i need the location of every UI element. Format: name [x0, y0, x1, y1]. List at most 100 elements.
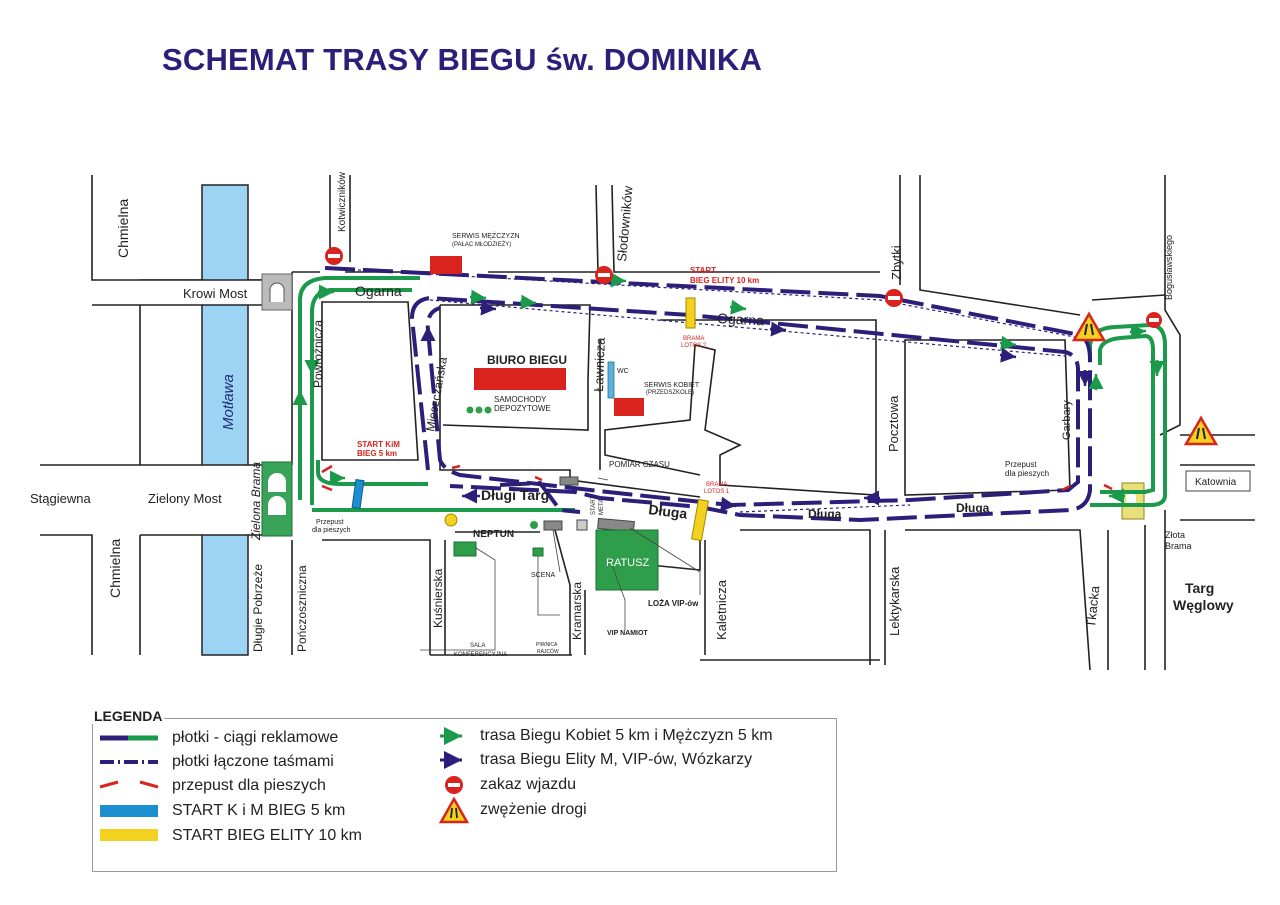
- street-chmielna-bottom: Chmielna: [107, 539, 123, 598]
- street-chmielna-top: Chmielna: [115, 199, 131, 258]
- street-ponczoszniczna: Pończoszniczna: [295, 565, 309, 652]
- street-ogarna-mid: Ogarna: [717, 310, 765, 328]
- street-lawnicza: Ławnicza: [591, 337, 608, 392]
- legend-start-elite-symbol: [100, 829, 158, 841]
- legend-item: płotki łączone taśmami: [172, 753, 334, 770]
- street-dluga-3: Długa: [956, 501, 990, 515]
- leader-lines: [420, 477, 701, 651]
- brama-lotos2-label-2: LOTOS 2: [681, 343, 707, 349]
- block-outline: [292, 175, 432, 273]
- neptun-label: NEPTUN: [473, 529, 514, 540]
- street-zbytki: Zbytki: [889, 245, 904, 280]
- street-kramarska: Kramarska: [570, 582, 584, 640]
- biuro-biegu-label: BIURO BIEGU: [487, 353, 567, 367]
- street-tkacka: Tkacka: [1083, 584, 1102, 628]
- legend-box: [92, 718, 837, 872]
- block-outline: [430, 654, 880, 661]
- zlota-brama-label-1: Złota: [1165, 530, 1185, 540]
- katownia-box: [1185, 470, 1251, 492]
- street-targ-weglowy-2: Węglowy: [1173, 597, 1234, 613]
- start-elite-marker: [685, 297, 696, 329]
- street-stagiewna: Stągiewna: [30, 491, 91, 506]
- legend-item: zwężenie drogi: [480, 801, 587, 818]
- przepust-left-label-2: dla pieszych: [312, 527, 351, 534]
- street-zielony-most: Zielony Most: [148, 491, 222, 506]
- legend-item: płotki - ciągi reklamowe: [172, 729, 339, 746]
- piwnica-label-2: RAJCÓW: [537, 648, 559, 655]
- yellow-point: [444, 513, 458, 527]
- legend-item: zakaz wjazdu: [480, 776, 577, 793]
- road-narrowing-icon: [1071, 311, 1107, 342]
- street-krowi-most: Krowi Most: [183, 286, 248, 301]
- sala-label-2: KONFERENCYJNA: [454, 652, 507, 658]
- brama-lotos1-label-2: LOTOS 1: [704, 489, 730, 495]
- block-outline: [1107, 175, 1255, 670]
- start-kim-label-2: BIEG 5 km: [357, 449, 397, 458]
- block-outline: [1091, 294, 1166, 301]
- wc-label: WC: [617, 368, 629, 375]
- przepust-right-label-1: Przepust: [1005, 460, 1037, 469]
- street-targ-weglowy-1: Targ: [1185, 580, 1214, 596]
- road-narrowing-icon: [1183, 415, 1219, 446]
- legend-symbols: [99, 727, 470, 841]
- legend-przepust-symbol: [99, 780, 159, 789]
- street-zielona-brama: Zielona Brama: [249, 462, 263, 541]
- sala-label-1: SALA: [470, 643, 485, 649]
- street-boguslawskiego: Bogusławskiego: [1164, 235, 1174, 300]
- serwis-mezczyzn-sub: (PAŁAC MŁODZIEŻY): [452, 241, 511, 248]
- navy-arrows: [420, 300, 1093, 512]
- vip-namiot-label: VIP NAMIOT: [607, 630, 648, 637]
- legend-title: LEGENDA: [92, 708, 165, 724]
- serwis-mezczyzn-box: [430, 256, 462, 274]
- street-kotwicznikow: Kotwiczników: [337, 171, 348, 232]
- street-kusnierska: Kuśnierska: [431, 568, 445, 628]
- loza-vip-label: LOŻA VIP-ów: [648, 599, 699, 608]
- piwnica-label-1: PIWNICA: [536, 642, 558, 648]
- zielona-brama-gate: [261, 461, 293, 537]
- no-entry-icon: [325, 247, 343, 265]
- start-kim-label-1: START KiM: [357, 440, 400, 449]
- river-label: Motława: [220, 374, 237, 430]
- start-kim-marker: [351, 479, 365, 509]
- pomiar-czasu-box: [559, 476, 579, 486]
- biuro-biegu-box: [474, 368, 566, 390]
- street-mieszczanska: Mieszczańska: [423, 356, 450, 433]
- street-dluga-2: Długa: [808, 507, 842, 521]
- przepust-left-label-1: Przepust: [316, 519, 344, 526]
- zlota-brama-label-2: Brama: [1165, 541, 1192, 551]
- meta-label: META: [599, 499, 605, 515]
- motlawa-river: [201, 184, 249, 656]
- pedestrian-crossings: [321, 464, 1113, 492]
- legend-item: trasa Biegu Kobiet 5 km i Mężczyzn 5 km: [480, 727, 773, 744]
- street-lektykarska: Lektykarska: [887, 566, 902, 636]
- ratusz-label: RATUSZ: [606, 557, 649, 569]
- street-dlugi-targ: Długi Targ: [481, 487, 549, 503]
- street-kaletnicza: Kaletnicza: [714, 579, 729, 640]
- street-slodownikow: Słodowników: [614, 185, 636, 263]
- serwis-mezczyzn-label: SERWIS MĘŻCZYZN: [452, 231, 520, 240]
- samochody-label-2: DEPOZYTOWE: [494, 404, 551, 413]
- legend-item: przepust dla pieszych: [172, 777, 326, 794]
- meta-box: [576, 519, 588, 531]
- serwis-kobiet-box: [614, 398, 644, 416]
- serwis-kobiet-sub: (PRZEDSZKOLE): [646, 390, 694, 396]
- street-pocztowa: Pocztowa: [886, 395, 901, 452]
- zlota-brama-gate: [1121, 482, 1145, 520]
- samochody-label-1: SAMOCHODY: [494, 395, 547, 404]
- start-elite-label-1: START: [690, 266, 716, 275]
- legend-item: START BIEG ELITY 10 km: [172, 827, 362, 844]
- przepust-right-label-2: dla pieszych: [1005, 469, 1049, 478]
- pomiar-czasu-label: POMIAR CZASU: [609, 460, 670, 469]
- start-label: START: [591, 496, 597, 515]
- samochody-dots: [466, 406, 492, 414]
- neptun-fountain: [530, 521, 538, 529]
- brama-lotos-1-marker: [691, 498, 709, 542]
- krowi-most-gate: [261, 273, 293, 311]
- ratusz-building: [595, 529, 659, 591]
- no-entry-icon: [885, 289, 903, 307]
- block-outline: [40, 175, 262, 655]
- no-entry-icon: [595, 266, 613, 284]
- sala-box: [453, 541, 477, 557]
- street-ogarna-left: Ogarna: [355, 283, 402, 299]
